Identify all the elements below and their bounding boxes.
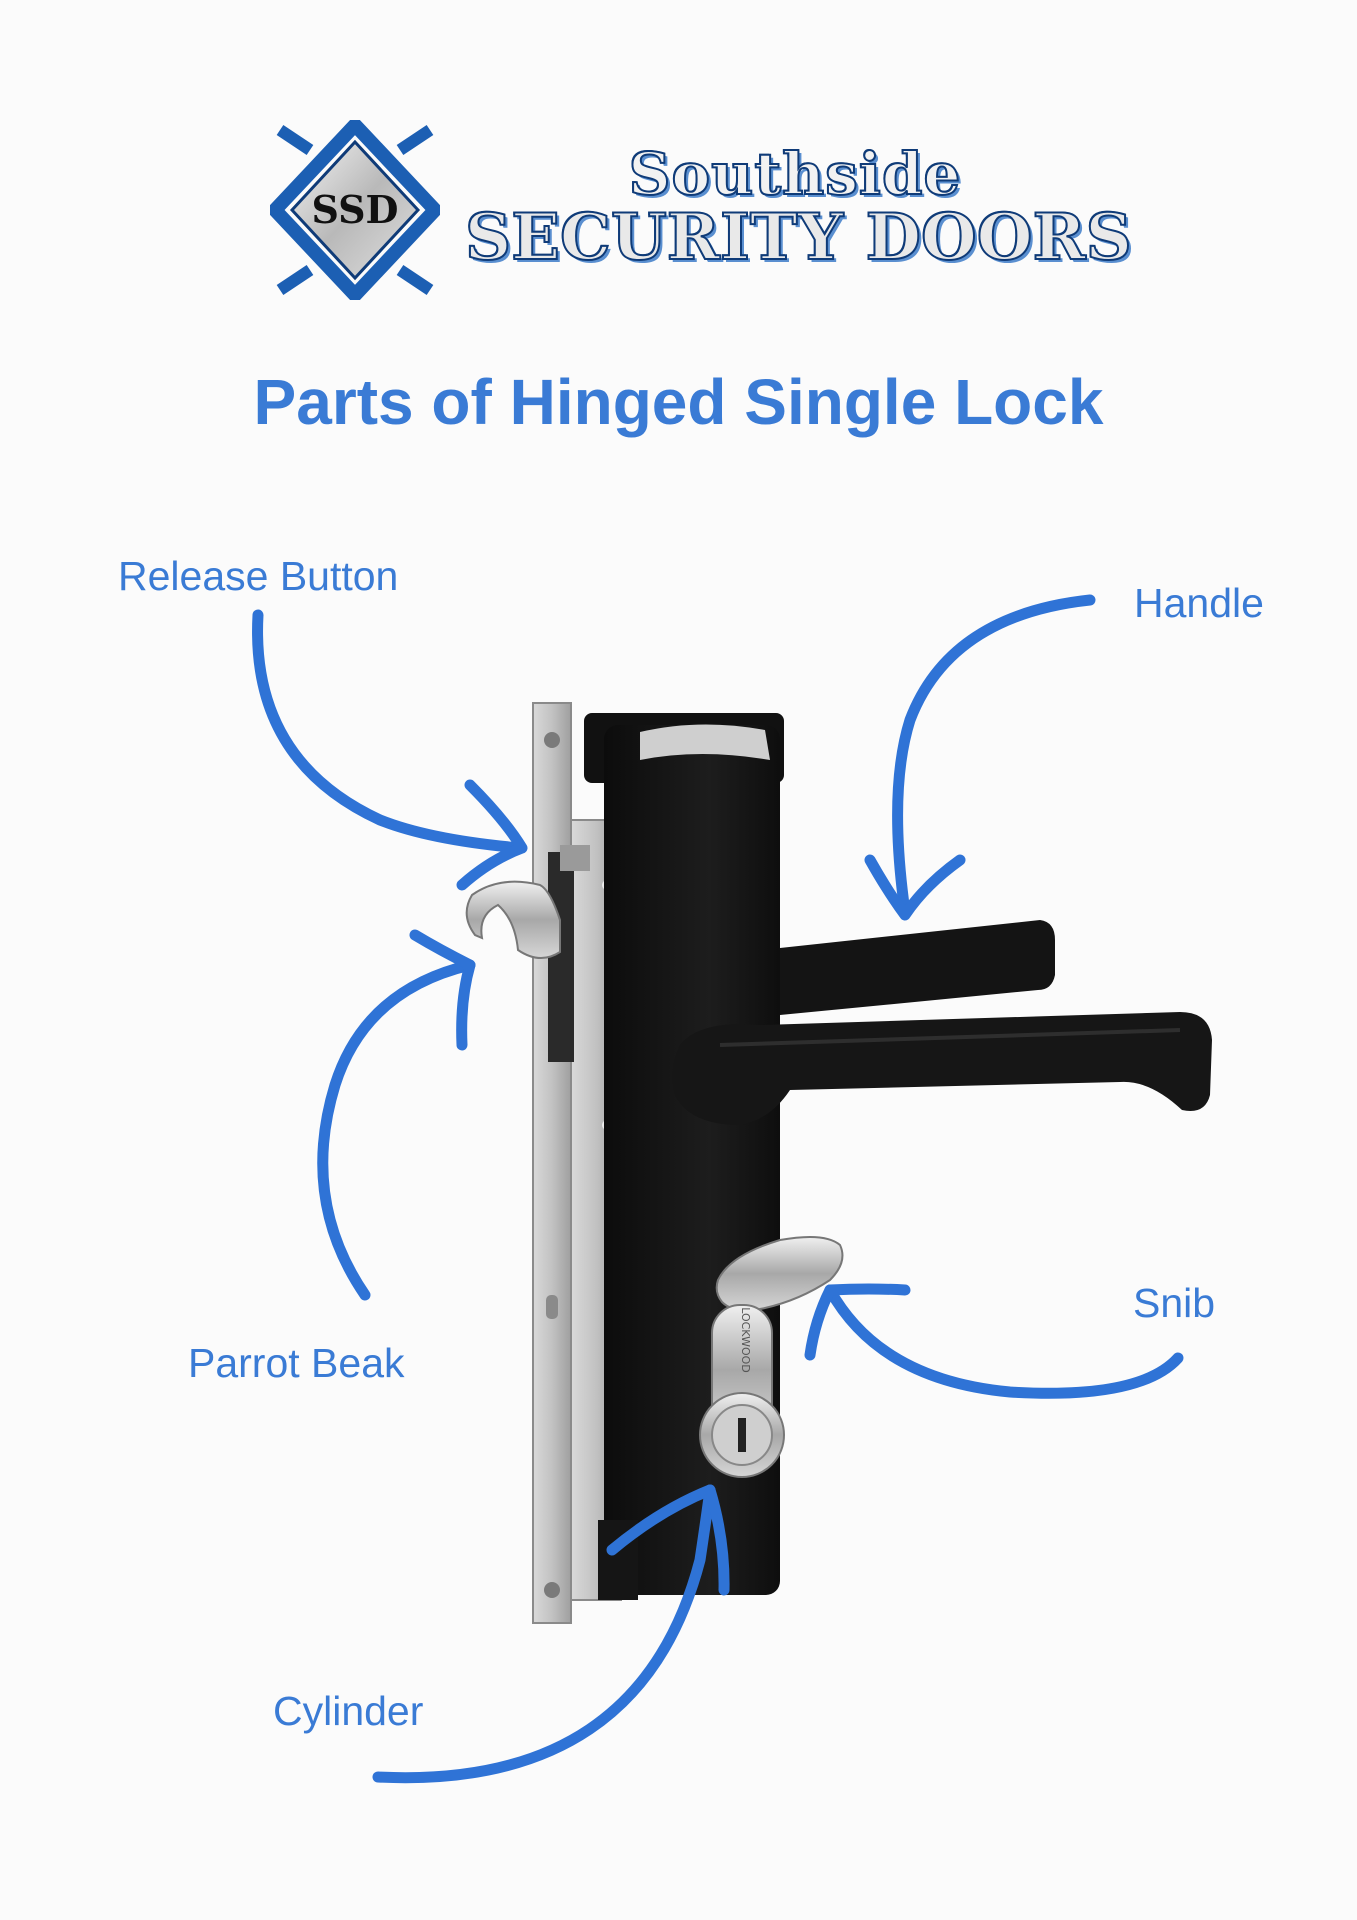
parrot-beak-arrow <box>317 929 476 1301</box>
cylinder-arrow <box>372 1484 730 1784</box>
brand-line-1: Southside <box>628 140 962 208</box>
release-button-part <box>560 845 590 871</box>
snib-part <box>715 1235 844 1312</box>
brand-logo: SSD Southside SECURITY DOORS <box>265 114 1133 306</box>
release-button-arrow <box>252 609 528 891</box>
cylinder-brand-text: LOCKWOOD <box>739 1307 752 1373</box>
brand-line-2: SECURITY DOORS <box>464 200 1133 275</box>
handle-part <box>672 920 1212 1125</box>
label-handle: Handle <box>1134 580 1264 626</box>
snib-arrow <box>804 1283 1184 1399</box>
label-snib: Snib <box>1133 1280 1216 1326</box>
handle-arrow <box>864 594 1096 921</box>
label-cylinder: Cylinder <box>273 1688 424 1734</box>
brand-name: Southside SECURITY DOORS <box>464 140 1133 282</box>
label-release-button: Release Button <box>118 553 399 599</box>
parrot-beak-part <box>465 880 561 959</box>
ssd-emblem-icon: SSD <box>265 114 445 306</box>
face-plate <box>532 702 572 1624</box>
label-parrot-beak: Parrot Beak <box>188 1340 405 1386</box>
page-title: Parts of Hinged Single Lock <box>253 366 1104 438</box>
cylinder-part: LOCKWOOD <box>699 1304 785 1478</box>
emblem-text: SSD <box>311 187 398 232</box>
